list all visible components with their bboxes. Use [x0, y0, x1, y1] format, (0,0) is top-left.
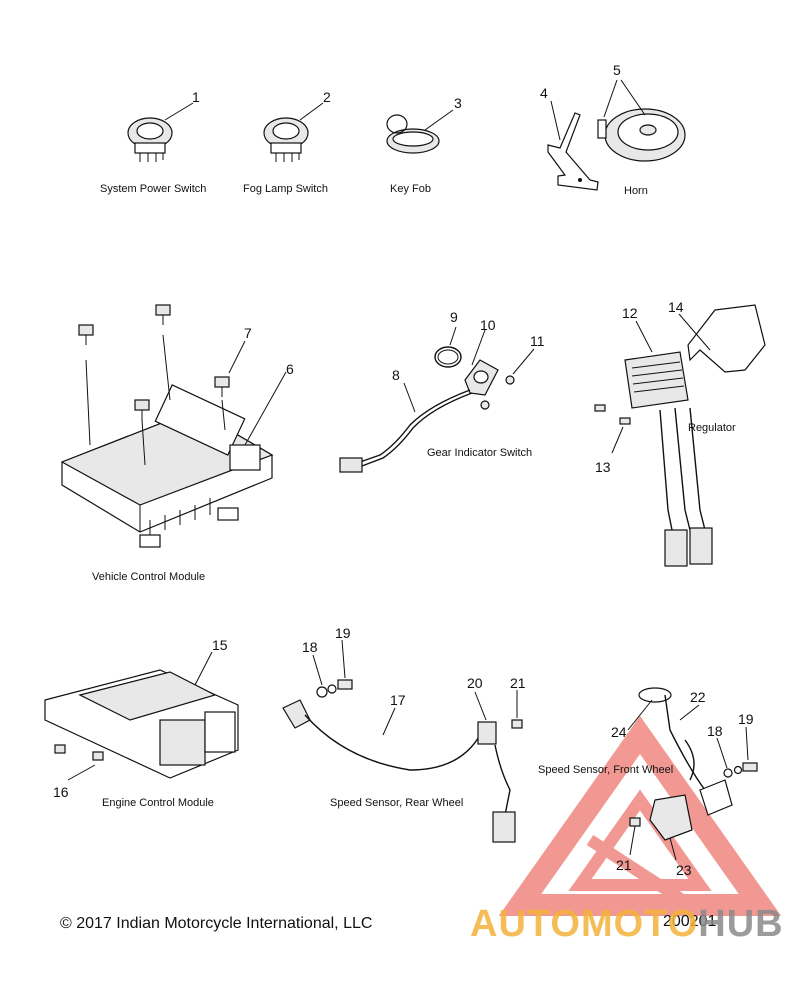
key-fob-part: [386, 114, 440, 154]
callout-20: 20: [467, 675, 483, 691]
callout-21: 21: [510, 675, 526, 691]
caption-regulator: Regulator: [688, 422, 736, 434]
watermark-text-a: AUTOMOTO: [470, 903, 699, 945]
horn-part: [547, 108, 686, 191]
callout-18b: 18: [707, 723, 723, 739]
system-power-switch-part: [127, 117, 173, 162]
callout-3: 3: [454, 95, 462, 111]
callout-19: 19: [335, 625, 351, 641]
caption-horn: Horn: [624, 185, 648, 197]
callout-17: 17: [390, 692, 406, 708]
callout-13: 13: [595, 459, 611, 475]
callout-7: 7: [244, 325, 252, 341]
callout-14: 14: [668, 299, 684, 315]
callout-15: 15: [212, 637, 228, 653]
caption-key-fob: Key Fob: [390, 183, 431, 195]
callout-11: 11: [530, 333, 545, 349]
callout-24: 24: [611, 724, 627, 740]
callout-5: 5: [613, 62, 621, 78]
speed-sensor-rear-part: [282, 679, 523, 843]
caption-vehicle-control-module: Vehicle Control Module: [92, 571, 205, 583]
callout-9: 9: [450, 309, 458, 325]
callout-19b: 19: [738, 711, 754, 727]
document-number: 200201: [663, 913, 717, 930]
callout-4: 4: [540, 85, 548, 101]
callout-8: 8: [392, 367, 400, 383]
copyright-text: © 2017 Indian Motorcycle International, …: [60, 915, 373, 932]
callout-16: 16: [53, 784, 69, 800]
caption-gear-indicator-switch: Gear Indicator Switch: [427, 447, 532, 459]
vehicle-control-module-part: [60, 304, 274, 548]
caption-fog-lamp-switch: Fog Lamp Switch: [243, 183, 328, 195]
watermark-logo: [498, 715, 782, 916]
callout-12: 12: [622, 305, 638, 321]
callout-18: 18: [302, 639, 318, 655]
gear-indicator-switch-part: [339, 346, 515, 473]
callout-23: 23: [676, 862, 692, 878]
fog-lamp-switch-part: [263, 117, 309, 162]
regulator-part: [594, 304, 766, 567]
caption-system-power-switch: System Power Switch: [100, 183, 206, 195]
callout-22: 22: [690, 689, 706, 705]
caption-engine-control-module: Engine Control Module: [102, 797, 214, 809]
callout-6: 6: [286, 361, 294, 377]
caption-speed-sensor-front: Speed Sensor, Front Wheel: [538, 764, 673, 776]
callout-2: 2: [323, 89, 331, 105]
callout-21b: 21: [616, 857, 632, 873]
callout-10: 10: [480, 317, 496, 333]
engine-control-module-part: [44, 669, 239, 779]
watermark-text: AUTOMOTOHUB: [470, 903, 784, 946]
callout-1: 1: [192, 89, 200, 105]
caption-speed-sensor-rear: Speed Sensor, Rear Wheel: [330, 797, 463, 809]
speed-sensor-front-part: [629, 687, 758, 841]
watermark-text-b: HUB: [698, 903, 784, 945]
